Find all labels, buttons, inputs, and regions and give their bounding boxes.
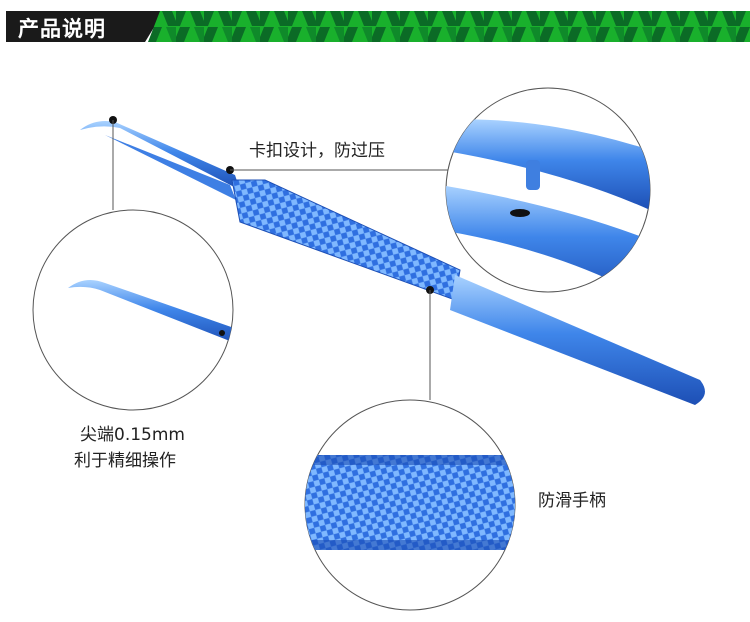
tip-label-line2: 利于精细操作 xyxy=(74,451,176,471)
tip-detail-circle xyxy=(32,209,234,411)
header-title: 产品说明 xyxy=(18,17,106,41)
header-title-bar xyxy=(6,11,164,42)
header-green-pattern xyxy=(148,11,750,42)
clip-detail-circle xyxy=(445,87,651,293)
handle-label: 防滑手柄 xyxy=(538,491,606,511)
handle-detail-circle xyxy=(304,399,516,611)
tweezer-main xyxy=(80,116,705,405)
callout-lines xyxy=(112,120,448,400)
tip-label-line1: 尖端0.15mm xyxy=(80,425,185,445)
clip-label: 卡扣设计，防过压 xyxy=(249,141,385,161)
